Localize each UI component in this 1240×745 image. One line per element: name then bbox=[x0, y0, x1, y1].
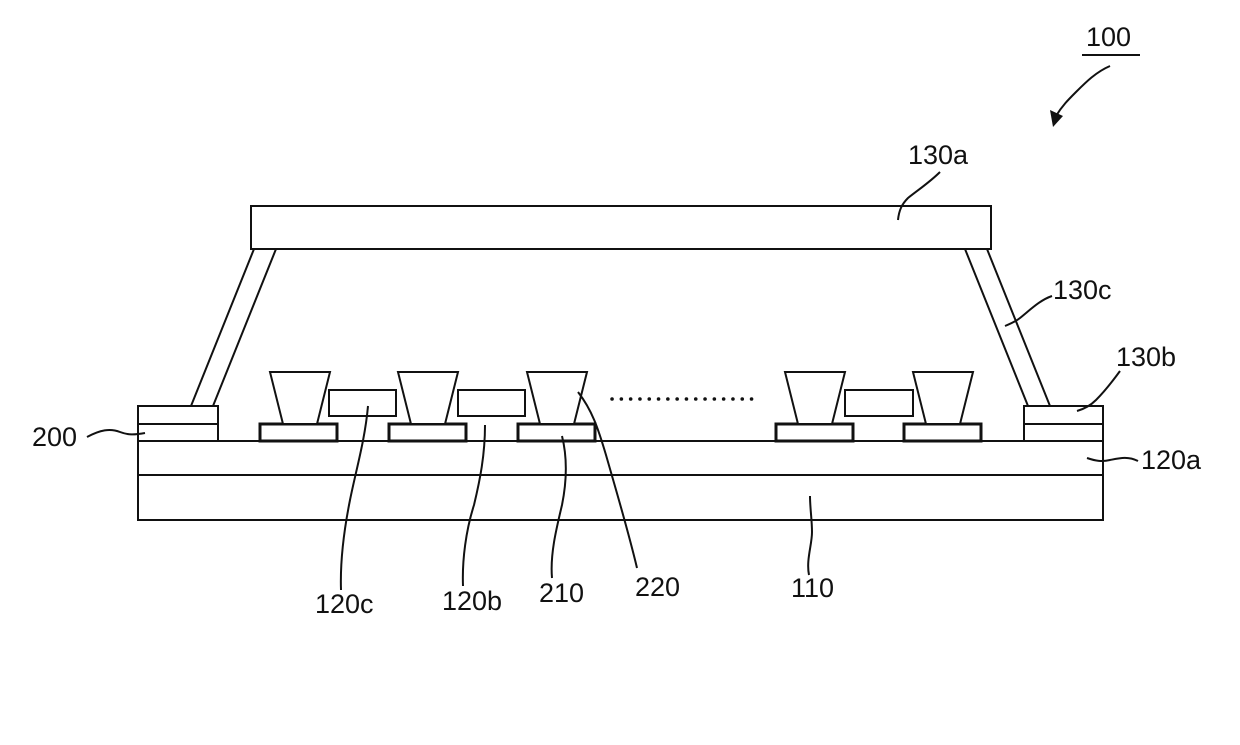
pad-3-210 bbox=[518, 424, 595, 441]
cover-foot-left bbox=[138, 406, 218, 424]
block-120b bbox=[458, 390, 525, 416]
cover-top-130a bbox=[251, 206, 991, 249]
layer-120a bbox=[138, 441, 1103, 475]
pad-1 bbox=[260, 424, 337, 441]
arrowhead-icon bbox=[1050, 110, 1063, 127]
leader-200 bbox=[87, 430, 145, 437]
cover-side-left bbox=[191, 249, 276, 406]
label-120b: 120b bbox=[442, 586, 502, 616]
label-100: 100 bbox=[1086, 22, 1131, 52]
adhesive-200-right bbox=[1024, 424, 1103, 441]
pad-2 bbox=[389, 424, 466, 441]
substrate-110 bbox=[138, 475, 1103, 520]
label-130c: 130c bbox=[1053, 275, 1112, 305]
label-200: 200 bbox=[32, 422, 77, 452]
adhesive-200-left bbox=[138, 424, 218, 441]
label-210: 210 bbox=[539, 578, 584, 608]
label-100-leader bbox=[1056, 66, 1110, 116]
pad-4 bbox=[776, 424, 853, 441]
block-120c bbox=[329, 390, 396, 416]
label-130a: 130a bbox=[908, 140, 969, 170]
label-110: 110 bbox=[791, 573, 834, 603]
lens-5 bbox=[913, 372, 973, 424]
cover-side-right-130c bbox=[965, 249, 1050, 406]
label-120c: 120c bbox=[315, 589, 374, 619]
lens-4 bbox=[785, 372, 845, 424]
label-130b: 130b bbox=[1116, 342, 1176, 372]
block-right bbox=[845, 390, 913, 416]
lens-3-220 bbox=[527, 372, 587, 424]
cover-foot-right-130b bbox=[1024, 406, 1103, 424]
lens-1 bbox=[270, 372, 330, 424]
pad-5 bbox=[904, 424, 981, 441]
label-220: 220 bbox=[635, 572, 680, 602]
label-120a: 120a bbox=[1141, 445, 1202, 475]
lens-2 bbox=[398, 372, 458, 424]
